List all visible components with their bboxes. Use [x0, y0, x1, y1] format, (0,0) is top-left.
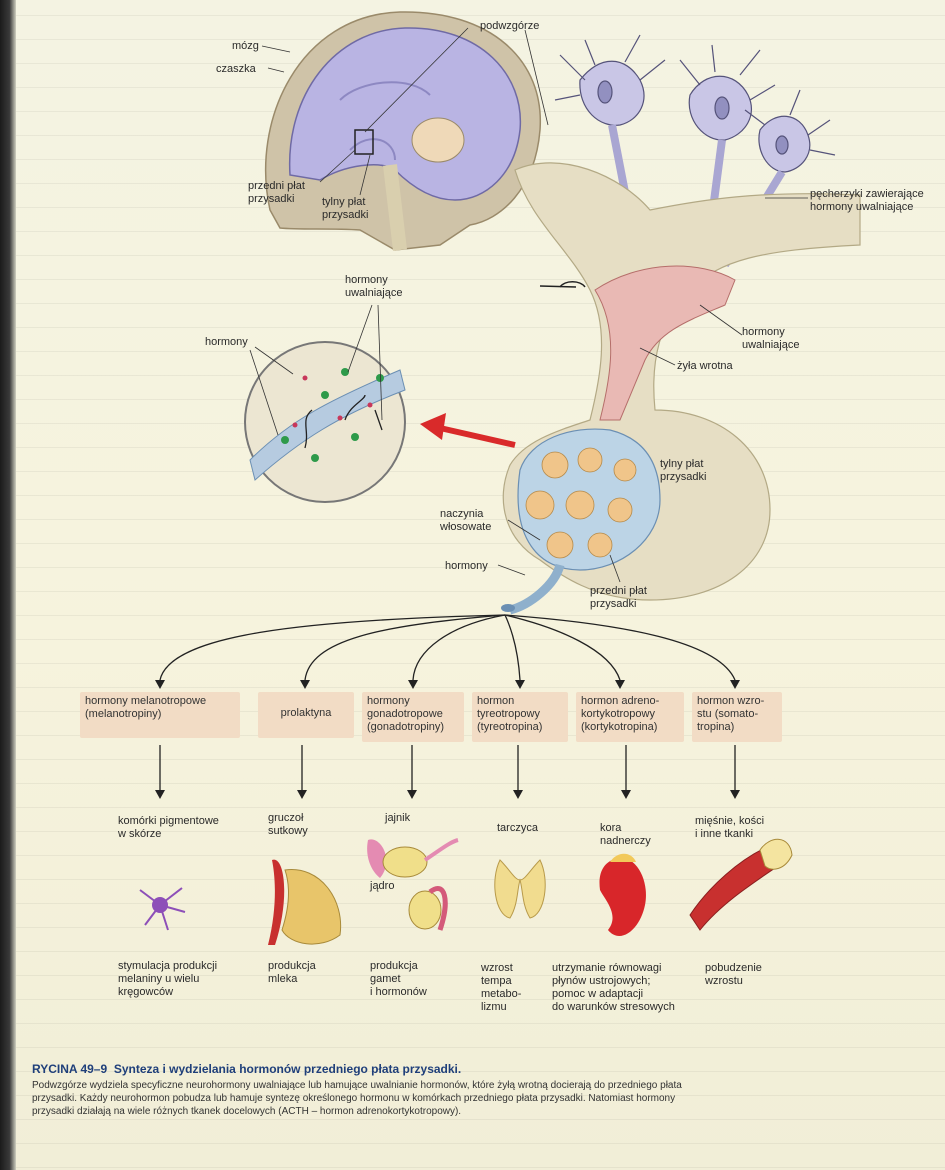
target-organs	[140, 839, 792, 945]
label-tylny-plat-top: tylny płat przysadki	[322, 196, 368, 222]
caption-number: RYCINA 49–9	[32, 1062, 107, 1076]
target-kora-nadnerczy: kora nadnerczy	[600, 822, 651, 848]
target-miesnie: mięśnie, kości i inne tkanki	[695, 815, 764, 841]
caption-title: RYCINA 49–9 Synteza i wydzielania hormon…	[32, 1062, 712, 1077]
target-gruczol-sutkowy: gruczoł sutkowy	[268, 812, 308, 838]
label-hormony-stalk: hormony	[445, 560, 488, 573]
caption-body: Podwzgórze wydziela specyficzne neurohor…	[32, 1079, 712, 1118]
effect-stres: utrzymanie równowagi płynów ustrojowych;…	[552, 962, 675, 1014]
mammary-gland-icon	[268, 860, 341, 945]
label-podwzgorze: podwzgórze	[480, 20, 539, 33]
target-jajnik: jajnik	[385, 812, 410, 825]
target-jadro: jądro	[370, 880, 394, 893]
caption-heading: Synteza i wydzielania hormonów przednieg…	[114, 1062, 461, 1076]
hormone-box-tyreotropowy: hormon tyreotropowy (tyreotropina)	[472, 692, 568, 742]
label-hormony-uwalniajace-top: hormony uwalniające	[345, 274, 402, 300]
label-przedni-plat-top: przedni płat przysadki	[248, 180, 305, 206]
effect-wzrostu: pobudzenie wzrostu	[705, 962, 762, 988]
effect-mleka: produkcja mleka	[268, 960, 316, 986]
effect-gamet: produkcja gamet i hormonów	[370, 960, 427, 999]
adrenal-kidney-icon	[600, 854, 646, 936]
label-zyla-wrotna: żyła wrotna	[677, 360, 733, 373]
hormone-box-prolaktyna: prolaktyna	[258, 692, 354, 738]
figure-caption: RYCINA 49–9 Synteza i wydzielania hormon…	[32, 1062, 712, 1118]
label-przedni-plat-bottom: przedni płat przysadki	[590, 585, 647, 611]
thyroid-icon	[495, 860, 545, 918]
hormone-box-wzrostu: hormon wzro- stu (somato- tropina)	[692, 692, 782, 742]
label-tylny-plat-right: tylny płat przysadki	[660, 458, 706, 484]
hormone-box-melanotropowe: hormony melanotropowe (melanotropiny)	[80, 692, 240, 738]
hormone-box-adrenokortykotropowy: hormon adreno- kortykotropowy (kortykotr…	[576, 692, 684, 742]
label-hormony-uwalniajace-right: hormony uwalniające	[742, 326, 799, 352]
target-komorki-pigmentowe: komórki pigmentowe w skórze	[118, 815, 219, 841]
label-pecherzyki: pęcherzyki zawierające hormony uwalniają…	[810, 188, 924, 214]
label-naczynia: naczynia włosowate	[440, 508, 491, 534]
effect-melanina: stymulacja produkcji melaniny u wielu kr…	[118, 960, 217, 999]
target-tarczyca: tarczyca	[497, 822, 538, 835]
pituitary-illustration	[501, 163, 860, 612]
label-mozg: mózg	[232, 40, 259, 53]
effect-metabolizmu: wzrost tempa metabo- lizmu	[481, 962, 521, 1014]
ovary-icon	[367, 839, 458, 878]
muscle-bone-icon	[690, 839, 792, 930]
label-hormony-circle: hormony	[205, 336, 248, 349]
hormone-box-gonadotropowe: hormony gonadotropowe (gonadotropiny)	[362, 692, 464, 742]
label-czaszka: czaszka	[216, 63, 256, 76]
testis-icon	[409, 888, 445, 930]
head-illustration	[266, 12, 541, 250]
pigment-cell-icon	[140, 888, 185, 930]
